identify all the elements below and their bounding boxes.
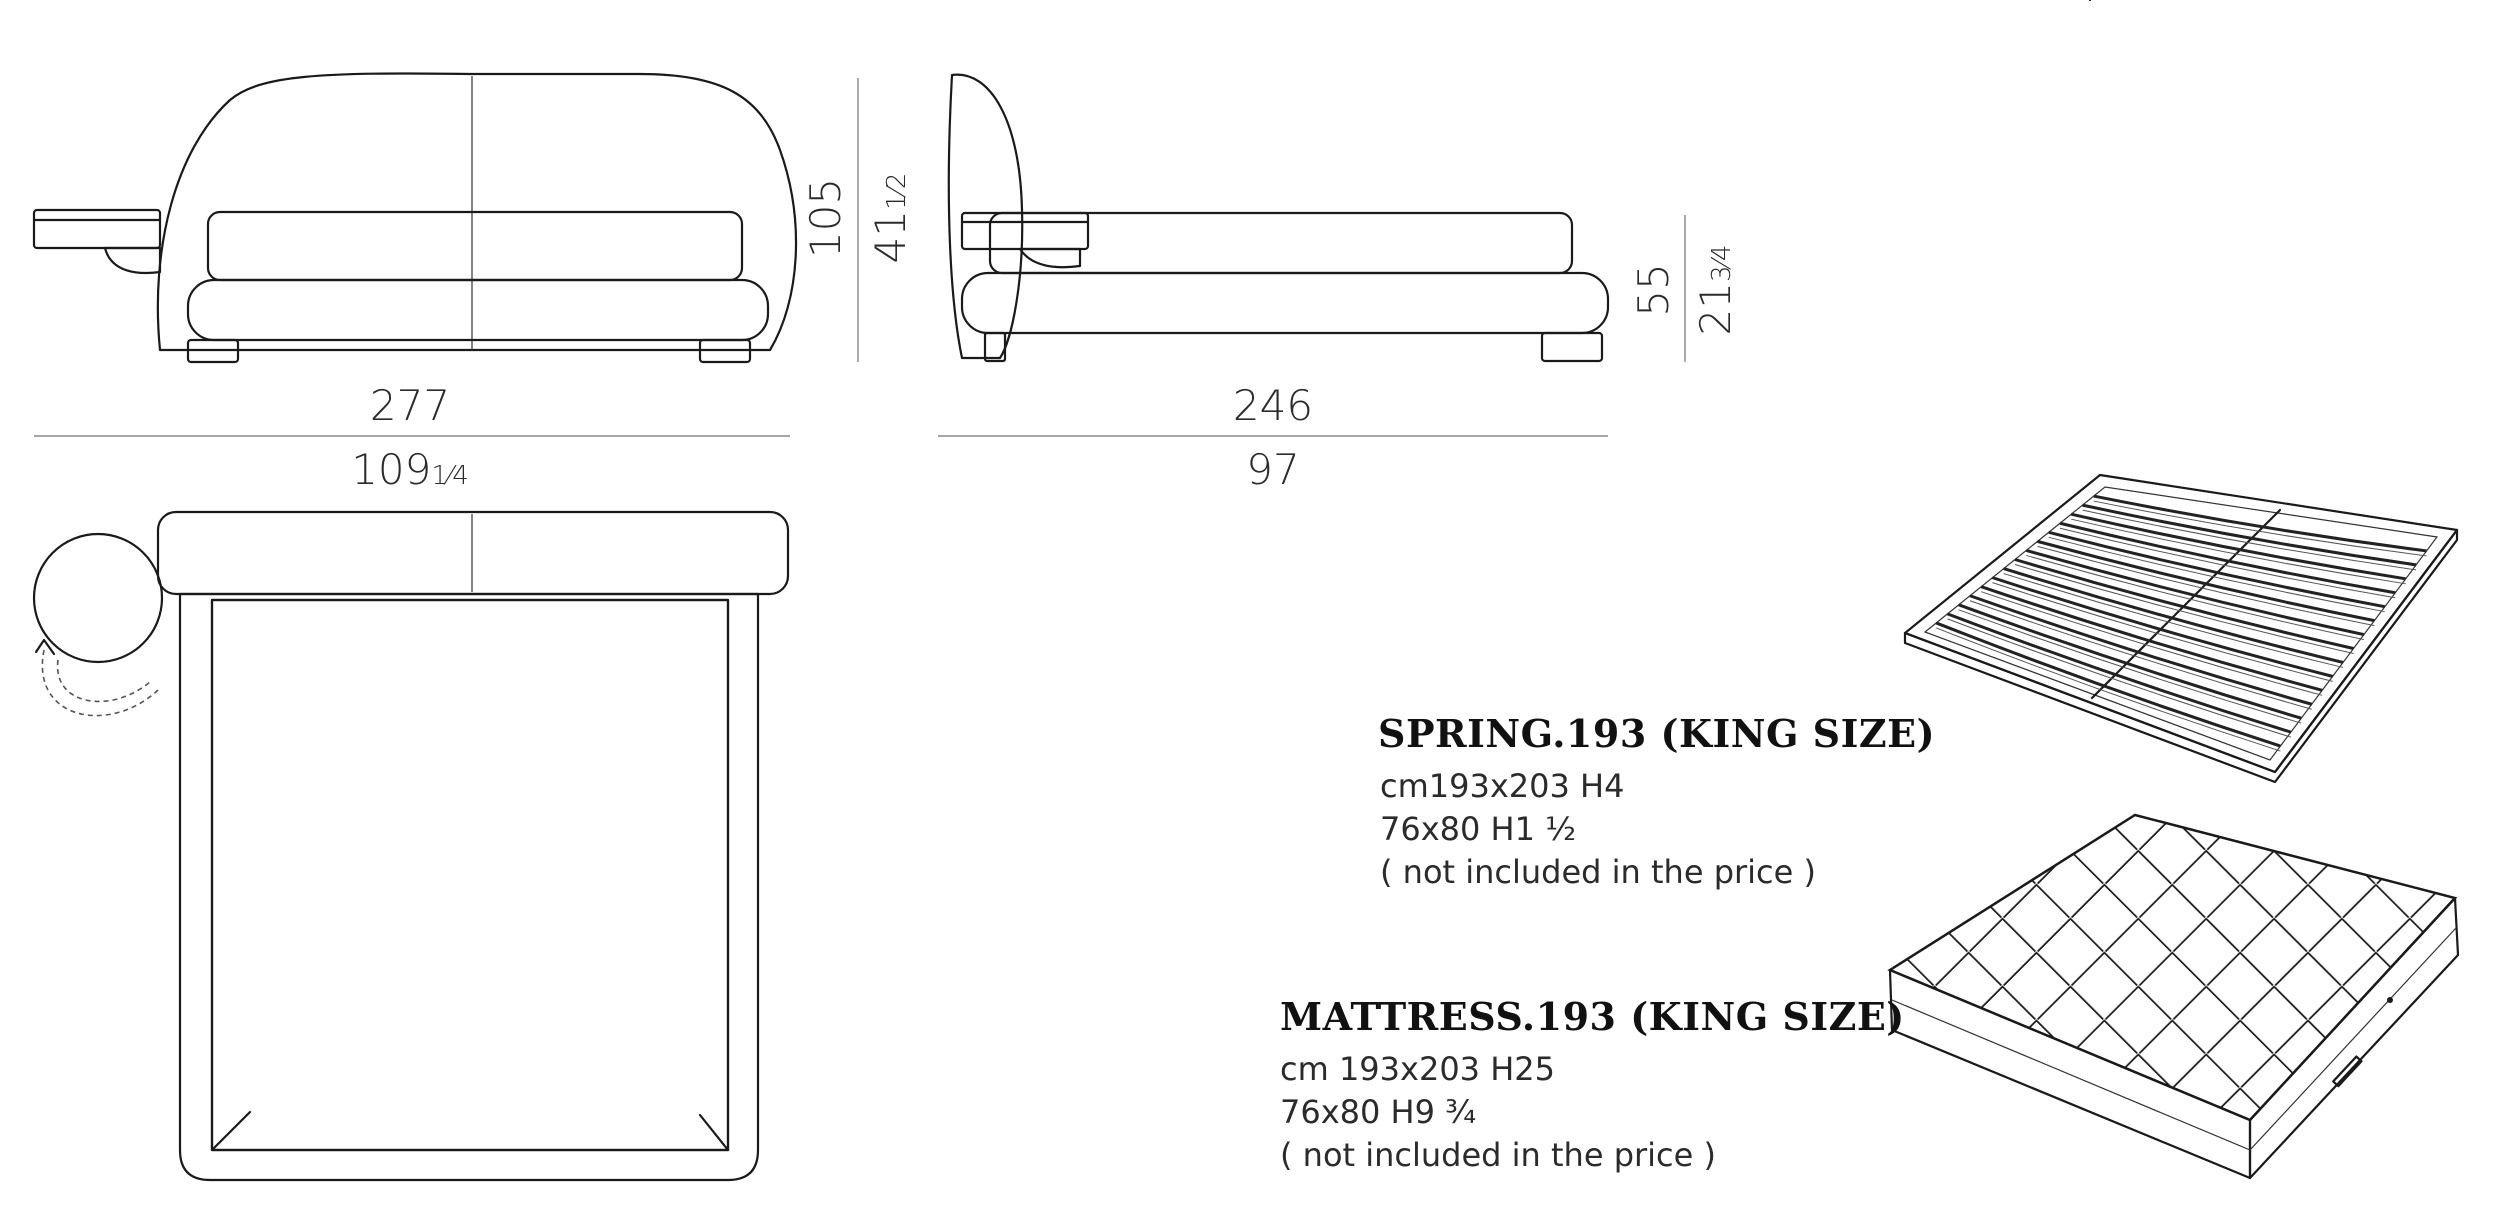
front-width-in-frac: 1⁄4 [431,461,468,491]
mattress-side-right [2248,896,2460,1180]
side-foot-front [1540,331,1604,363]
spring-slat [2082,503,2417,567]
front-headboard [156,72,798,352]
spring-slat [1980,585,2323,692]
mattress-size-cm: cm 193x203 H25 [1280,1050,1555,1088]
plan-corner-left [210,1110,252,1152]
spring-title: SPRING.193 (KING SIZE) [1378,711,1935,756]
side-length-cm: 246 [1233,381,1313,430]
side-headboard [947,73,1024,360]
front-width-cm: 277 [370,381,450,430]
side-base [960,271,1610,335]
spring-inner [1923,486,2439,761]
spring-slat [1958,603,2302,720]
spring-slat-edge [1981,591,2323,696]
plan-frame [178,592,760,1182]
mattress-button [2387,997,2393,1003]
spring-slat [2025,548,2365,637]
spring-slat [1969,594,2313,706]
front-height-in-frac: 1⁄2 [882,173,912,210]
spring-slat [1935,621,2281,748]
spring-label: SPRING.193 (KING SIZE) cm193x203 H4 76x8… [1378,711,1935,891]
front-pillow [206,210,744,282]
spring-size-in: 76x80 H1 ½ [1380,810,1576,848]
spring-slat [2003,567,2344,664]
spring-slats [1935,494,2427,752]
spring-slat [2048,530,2386,609]
spring-slat-edge [2014,564,2354,654]
spring-slat-edge [2003,573,2344,668]
side-side-table [960,211,1090,251]
spring-slat [1992,576,2334,678]
front-foot-left [186,338,240,364]
plan-mattress-area [210,598,730,1152]
spring-slat-edge [2093,500,2427,557]
spring-slat-edge [1992,582,2333,682]
spring-slat-edge [2037,545,2375,627]
spring-slat [2014,558,2354,650]
mattress-illustration [1887,813,2460,1180]
mattress-label: MATTRESS.193 (KING SIZE) cm 193x203 H25 … [1280,994,1905,1174]
spring-slat [1946,612,2292,734]
mattress-note: ( not included in the price ) [1280,1136,1716,1174]
side-height-in: 213⁄4 [1691,245,1740,336]
side-foot-rear [983,331,1007,363]
mattress-handle [2332,1055,2363,1088]
plan-headboard [156,510,790,596]
spring-slat-edge [1936,627,2281,752]
spring-slat-edge [2026,554,2365,641]
mattress-title: MATTRESS.193 (KING SIZE) [1280,994,1905,1039]
spring-illustration [1903,0,2459,784]
plan-side-table [32,532,164,664]
spring-slat [2070,512,2406,581]
spring-slat-edge [2048,536,2385,613]
side-side-table-support [1018,247,1082,269]
spring-slat-edge [2071,518,2406,585]
side-length-in: 97 [1246,445,1299,494]
spring-slat-edge [1958,609,2302,724]
plan-corner-right [698,1113,730,1152]
spring-size-cm: cm193x203 H4 [1380,767,1624,805]
spring-slat-edge [1969,600,2312,710]
spring-slat-edge [2082,509,2417,571]
spring-slat [2037,539,2375,623]
spring-slat [2059,521,2396,595]
plan-rotation-arrowhead [34,638,56,656]
plan-rotation-arc [41,649,159,717]
front-height-cm: 105 [801,178,850,258]
spring-frame-edge [1903,528,2459,784]
front-foot-right [698,338,752,364]
front-base [186,278,770,342]
spring-slat-edge [1947,618,2292,738]
front-view: 105 411⁄2 277 1091⁄4 [32,72,915,494]
mattress-size-in: 76x80 H9 ¾ [1280,1093,1476,1131]
front-height-in: 411⁄2 [866,173,915,264]
side-height-in-frac: 3⁄4 [1707,245,1737,282]
side-height-cm: 55 [1629,263,1678,316]
front-side-table-support [103,246,162,274]
front-side-table [32,208,162,250]
plan-view [32,510,790,1182]
front-height-in-whole: 41 [866,210,915,263]
spring-center-rail-path [2090,508,2282,700]
front-width-in: 1091⁄4 [351,445,469,494]
mattress-border-line [1891,999,2251,1151]
mattress-border-line-right [2249,927,2457,1151]
side-view: 55 213⁄4 246 97 [938,73,1740,494]
mattress-top [1887,813,2458,1122]
plan-rotation-arc-inner [56,659,151,703]
spring-slat [2093,494,2427,553]
front-width-in-whole: 109 [351,445,431,494]
side-height-in-whole: 21 [1691,282,1740,335]
spring-slat-edge [2059,527,2396,599]
spring-note: ( not included in the price ) [1380,853,1816,891]
